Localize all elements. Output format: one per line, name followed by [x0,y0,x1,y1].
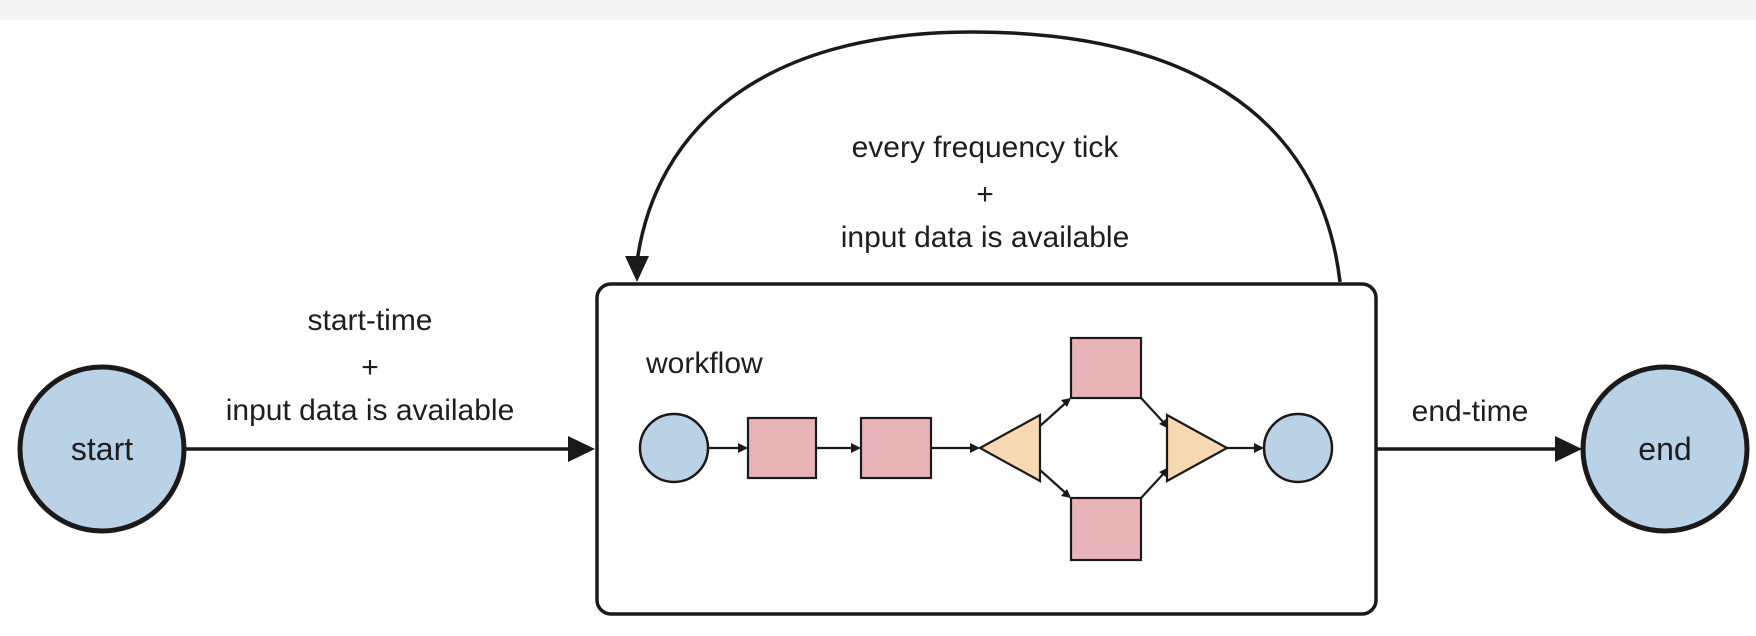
action-box-1 [746,416,818,480]
end-node [1580,364,1750,534]
arrow-start-head [568,436,595,462]
action-box-top [1069,336,1143,400]
start-label: start [70,431,134,467]
loop-arrow [635,30,1342,283]
inner-edge-3-head [970,443,980,453]
loop-arrow-head [625,256,649,282]
workflow-label: workflow [646,347,763,380]
fork-edge-top-head [1061,398,1071,407]
start-condition-plus: + [361,351,379,384]
end-label: end [1638,431,1692,467]
top-band [0,0,1756,20]
loop-condition-line-1: every frequency tick [851,131,1119,164]
inner-edge-4-head [1254,443,1264,453]
end-condition: end-time [1411,395,1529,428]
join-edge-top-head [1159,419,1167,428]
inner-edge-1-head [738,443,748,453]
inner-edge-2-head [851,443,861,453]
loop-condition-line-2: input data is available [840,221,1130,254]
join-edge-bottom [1140,471,1166,499]
start-node [17,364,187,534]
start-condition-line-1: start-time [307,304,433,337]
fork-edge-bottom [1039,469,1070,497]
inner-end-circle [1262,412,1334,484]
loop-condition-plus: + [976,178,994,211]
arrow-end-head [1555,436,1582,462]
action-box-bottom [1069,496,1143,562]
join-edge-bottom-head [1159,468,1167,477]
join-triangle [1165,413,1230,483]
inner-start-circle [638,412,710,484]
action-box-2 [859,416,933,480]
join-edge-top [1140,397,1166,425]
start-condition-line-2: input data is available [225,394,515,427]
fork-edge-bottom-head [1061,489,1071,498]
fork-edge-top [1039,399,1070,427]
fork-triangle [977,413,1042,483]
